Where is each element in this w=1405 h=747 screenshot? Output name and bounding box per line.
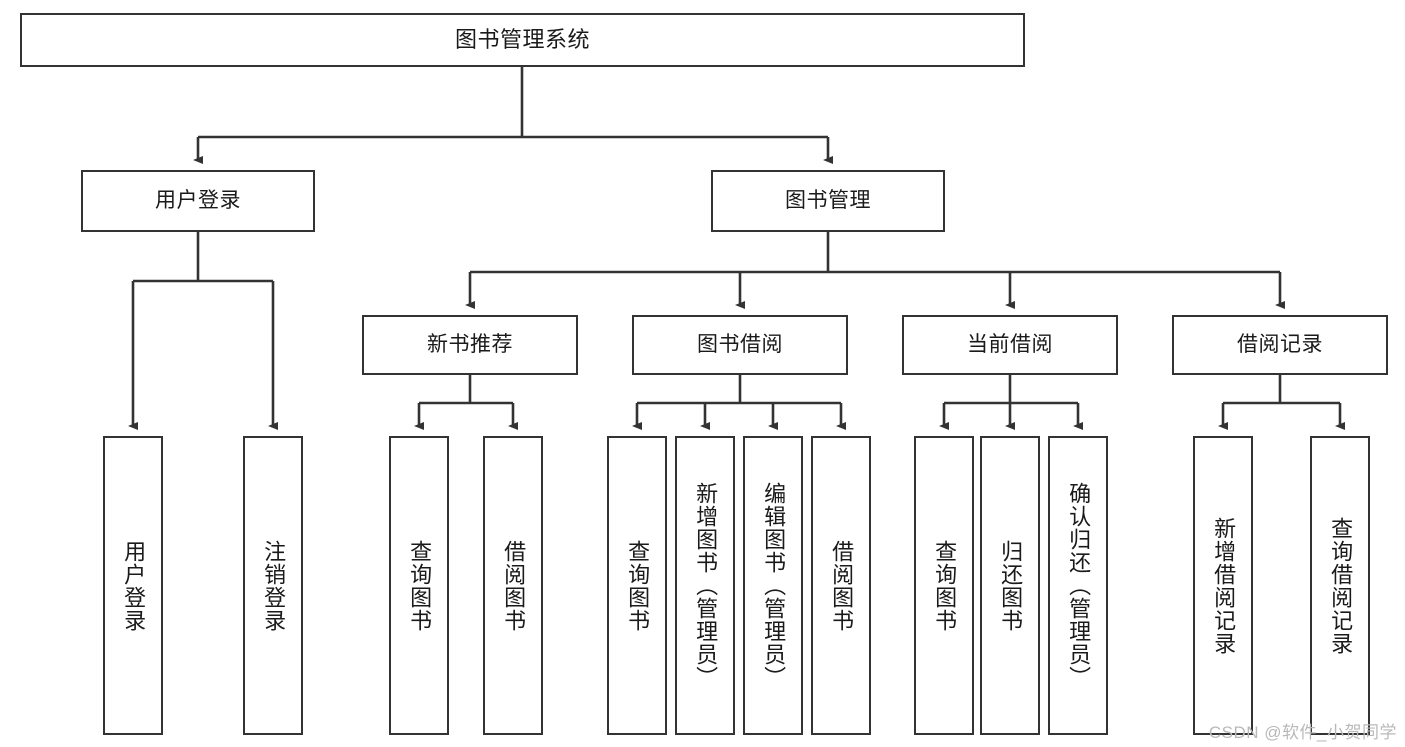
node-label: 新增图书（管理员） [693,482,719,689]
node-label: 查询图书 [625,539,651,632]
node-label: 新书推荐 [427,333,513,357]
node-label: 查询借阅记录 [1328,516,1354,655]
node-book-management[interactable]: 图书管理 [711,170,945,232]
node-label: 编辑图书（管理员） [761,482,787,689]
node-label: 借阅图书 [829,539,855,632]
node-label: 归还图书 [998,539,1024,632]
node-label: 确认归还（管理员） [1066,482,1092,689]
node-leaf-borrow-books-bb[interactable]: 借阅图书 [811,436,871,735]
node-leaf-query-books-cb[interactable]: 查询图书 [914,436,974,735]
node-label: 查询图书 [407,539,433,632]
node-user-login[interactable]: 用户登录 [81,170,315,232]
node-leaf-query-borrow-record[interactable]: 查询借阅记录 [1310,436,1370,735]
node-label: 借阅图书 [501,539,527,632]
node-label: 新增借阅记录 [1211,516,1237,655]
node-label: 图书管理系统 [454,26,590,52]
node-label: 图书管理 [785,189,871,213]
node-leaf-borrow-books-nbr[interactable]: 借阅图书 [483,436,543,735]
node-label: 注销登录 [261,539,287,632]
node-leaf-query-books-nbr[interactable]: 查询图书 [389,436,449,735]
node-book-borrowing[interactable]: 图书借阅 [632,315,848,375]
node-label: 当前借阅 [967,333,1053,357]
node-leaf-logout[interactable]: 注销登录 [243,436,303,735]
node-leaf-confirm-return-admin[interactable]: 确认归还（管理员） [1048,436,1108,735]
node-label: 用户登录 [155,189,241,213]
node-leaf-edit-book-admin[interactable]: 编辑图书（管理员） [743,436,803,735]
node-label: 借阅记录 [1237,333,1323,357]
node-new-book-recommendation[interactable]: 新书推荐 [362,315,578,375]
node-leaf-user-login[interactable]: 用户登录 [103,436,163,735]
node-label: 查询图书 [932,539,958,632]
node-leaf-return-books[interactable]: 归还图书 [980,436,1040,735]
node-leaf-query-books-bb[interactable]: 查询图书 [607,436,667,735]
node-leaf-add-book-admin[interactable]: 新增图书（管理员） [675,436,735,735]
node-label: 图书借阅 [697,333,783,357]
node-leaf-add-borrow-record[interactable]: 新增借阅记录 [1193,436,1253,735]
node-current-borrowing[interactable]: 当前借阅 [902,315,1118,375]
node-label: 用户登录 [121,539,147,632]
node-borrowing-record[interactable]: 借阅记录 [1172,315,1388,375]
node-root-book-management-system[interactable]: 图书管理系统 [20,13,1025,67]
